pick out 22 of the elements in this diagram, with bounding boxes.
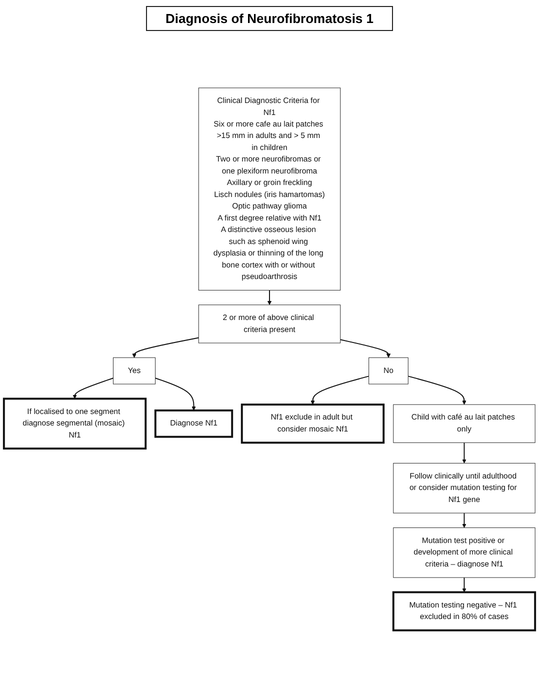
node-box xyxy=(198,88,341,290)
arrow xyxy=(72,378,114,399)
node-box xyxy=(393,527,536,578)
node-box xyxy=(368,357,408,384)
arrow xyxy=(462,442,466,464)
arrow xyxy=(462,512,466,528)
node-box xyxy=(112,357,156,384)
arrow xyxy=(132,337,200,358)
arrow xyxy=(340,339,391,358)
arrow xyxy=(462,576,466,592)
title: Diagnosis of Neurofibromatosis 1 xyxy=(146,6,393,31)
arrow xyxy=(310,376,370,405)
node-box xyxy=(154,409,234,438)
node-box xyxy=(198,304,341,344)
node-box xyxy=(393,462,536,514)
node-box xyxy=(2,398,147,450)
node-box xyxy=(240,403,385,444)
arrow xyxy=(154,378,196,410)
node-box xyxy=(393,404,536,443)
arrow xyxy=(408,376,466,405)
arrow xyxy=(267,290,272,305)
node-box xyxy=(392,591,536,632)
